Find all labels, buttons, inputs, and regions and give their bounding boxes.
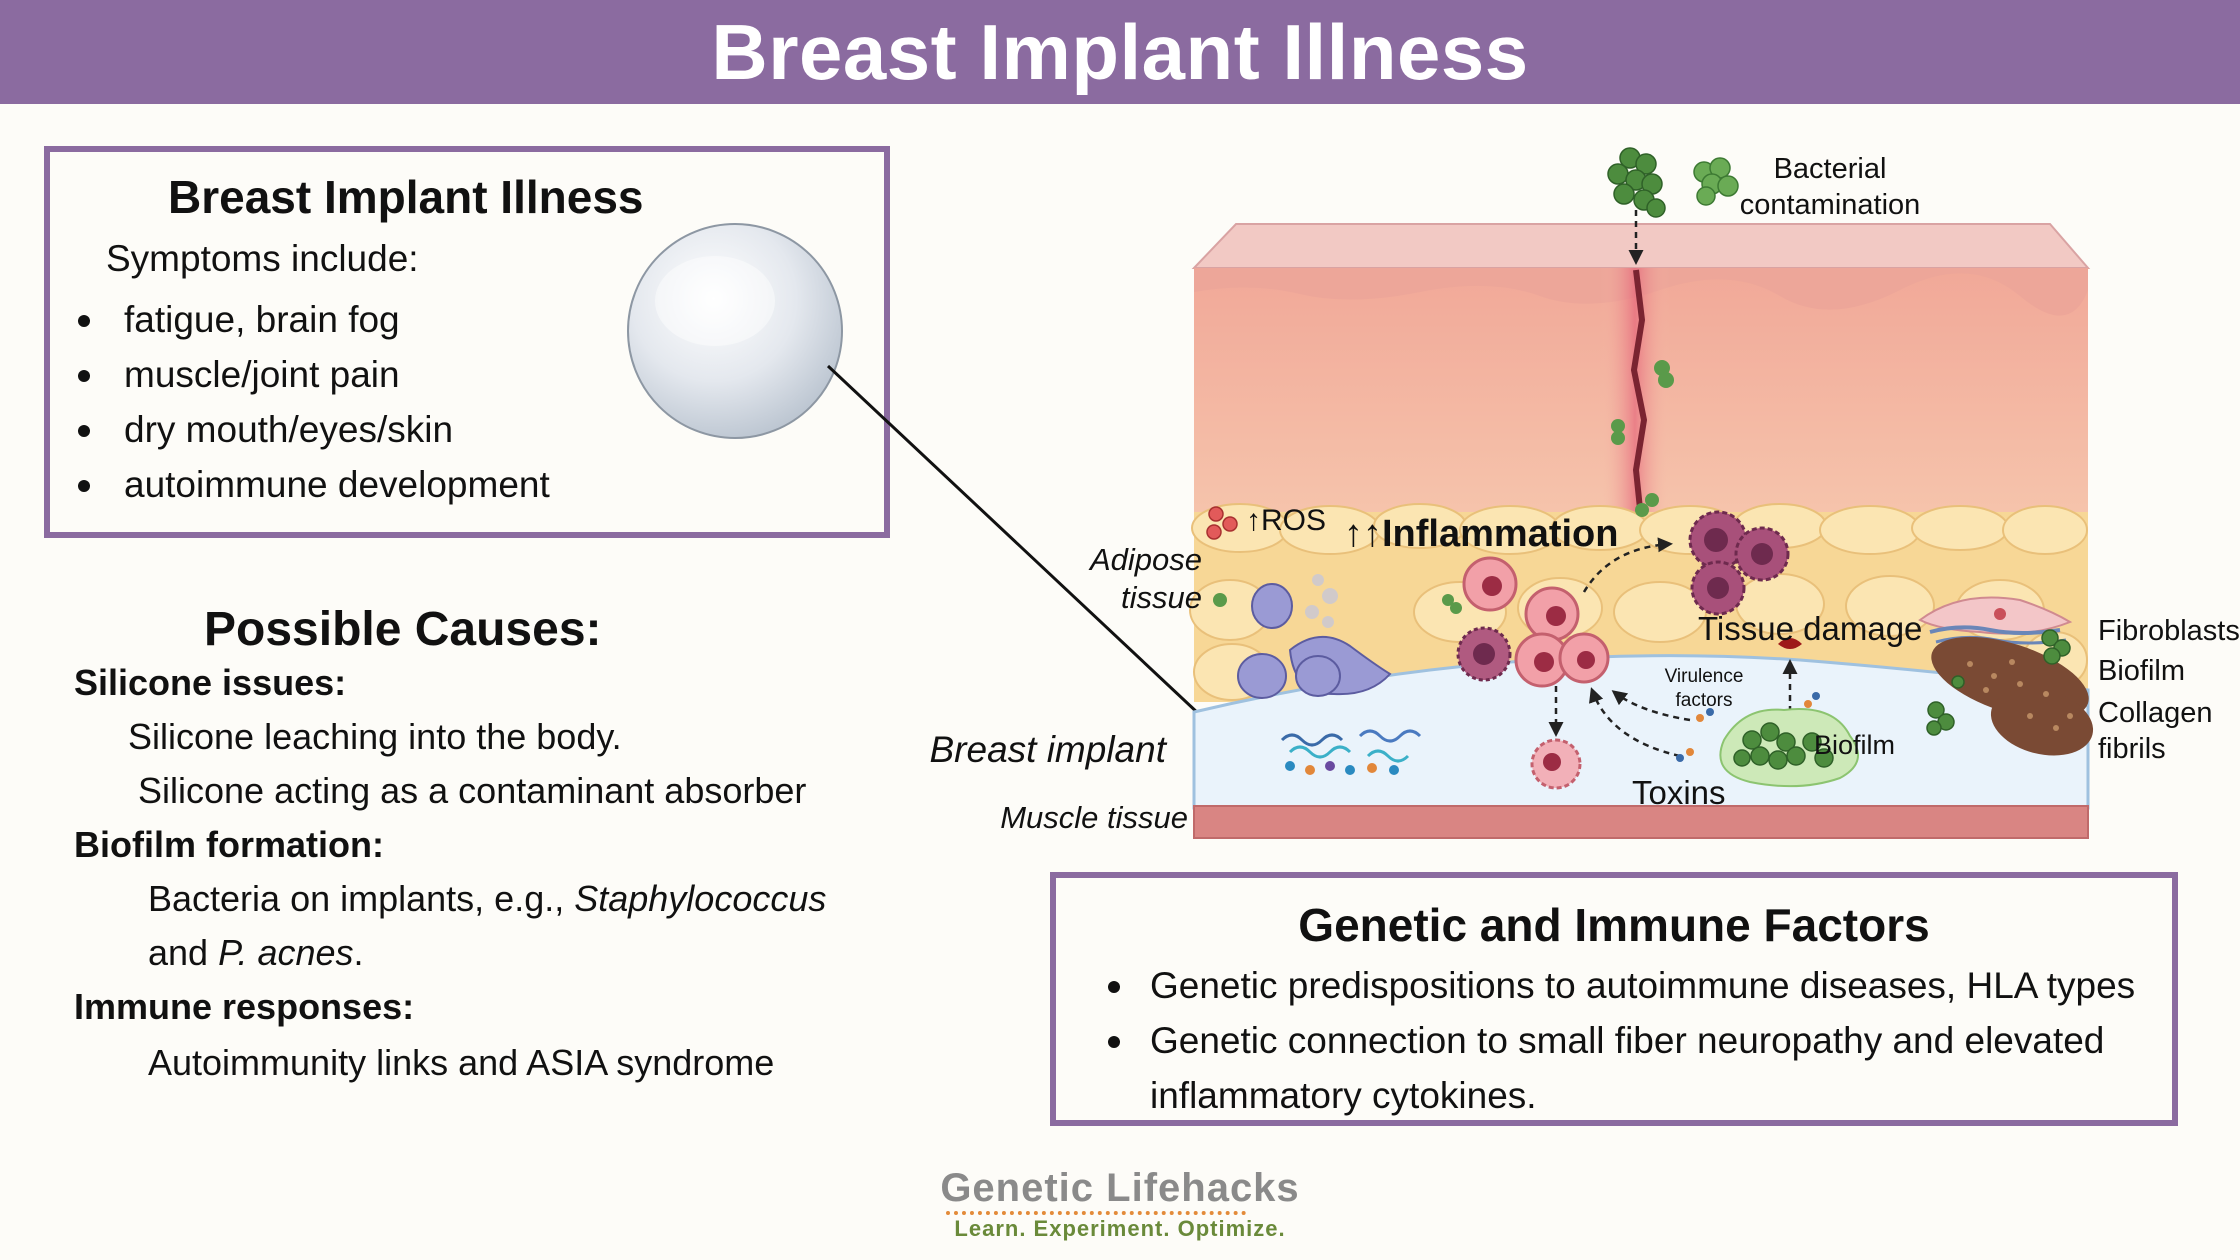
symptom-item: muscle/joint pain: [50, 347, 550, 402]
virulence-arrow: [1611, 690, 1691, 722]
biofilm-heading: Biofilm formation:: [74, 824, 384, 865]
wound-cut: [1631, 269, 1647, 529]
fibroblasts-label: Fibroblasts: [2098, 615, 2240, 647]
inflammation-arrow: [1582, 537, 1673, 593]
virulence-label-1: Virulence: [1665, 666, 1744, 687]
molecule-cluster: [1280, 729, 1422, 775]
symptom-item: dry mouth/eyes/skin: [50, 402, 550, 457]
page-title: Breast Implant Illness: [711, 7, 1529, 96]
silicone-particles: [1305, 574, 1338, 628]
macrophage-cells: [1237, 583, 1392, 699]
collagen-fibril-icon: [1931, 636, 2094, 756]
bacteria-name-acnes: P. acnes: [218, 932, 354, 973]
tissue-damage-icon: [1778, 638, 1802, 649]
brand-tagline: Learn. Experiment. Optimize.: [954, 1216, 1286, 1241]
muscle-layer: [1193, 805, 2089, 839]
factor-item: Genetic connection to small fiber neurop…: [1056, 1013, 2172, 1123]
muscle-tissue-label: Muscle tissue: [1000, 800, 1188, 835]
pointer-line: [826, 364, 1218, 732]
adipose-label-2: tissue: [1121, 580, 1202, 615]
causes-title: Possible Causes:: [204, 603, 602, 656]
adipose-label-1: Adipose: [1088, 542, 1202, 577]
biofilm-cause-1: Bacteria on implants, e.g., Staphylococc…: [148, 878, 826, 920]
collagen-label-2: fibrils: [2098, 733, 2166, 765]
damaged-cell: [1530, 738, 1582, 790]
wound-glow: [1600, 268, 1670, 530]
factors-title: Genetic and Immune Factors: [1298, 899, 1930, 951]
brand-logo-text: Genetic Lifehacks: [940, 1166, 1300, 1210]
biofilm-bacteria: [1733, 722, 1834, 770]
toxin-arrow-curve: [1589, 687, 1681, 758]
wound-bacteria: [1213, 360, 1674, 614]
bacterial-label-1: Bacterial: [1774, 153, 1887, 185]
symptom-item: fatigue, brain fog: [50, 292, 550, 347]
symptoms-panel: Breast Implant Illness Symptoms include:…: [44, 146, 890, 538]
biofilm-cause-2: and P. acnes.: [148, 932, 364, 974]
side-biofilm-bacteria: [1926, 629, 2071, 736]
symptoms-title: Breast Implant Illness: [168, 171, 644, 223]
skin-surface: [1191, 223, 2091, 269]
bacterial-label-2: contamination: [1740, 189, 1921, 221]
symptom-item: autoimmune development: [50, 457, 550, 512]
factor-list: Genetic predispositions to autoimmune di…: [1056, 958, 2172, 1123]
biofilm-inner-label: Biofilm: [1814, 730, 1895, 760]
silicone-issues-heading: Silicone issues:: [74, 662, 347, 703]
immune-heading: Immune responses:: [74, 986, 415, 1027]
ros-icon: [1206, 506, 1238, 540]
ros-label: ↑ROS: [1246, 504, 1326, 537]
virulence-label-2: factors: [1675, 690, 1732, 711]
immune-cause-1: Autoimmunity links and ASIA syndrome: [148, 1042, 775, 1083]
biofilm-cause-2-text: and: [148, 932, 219, 973]
immune-cells: [1456, 510, 1790, 688]
collagen-label-1: Collagen: [2098, 697, 2212, 729]
brand-divider: [946, 1211, 1246, 1215]
biofilm-cause-2-suffix: .: [353, 932, 364, 973]
silicone-cause-2: Silicone acting as a contaminant absorbe…: [138, 770, 807, 811]
biofilm-side-label: Biofilm: [2098, 655, 2185, 687]
biofilm-cause-1-text: Bacteria on implants, e.g.,: [148, 878, 575, 919]
symptoms-intro: Symptoms include:: [106, 238, 419, 279]
virulence-dots: [1676, 692, 1820, 762]
symptom-list: fatigue, brain fog muscle/joint pain dry…: [50, 292, 550, 512]
header-bar: Breast Implant Illness: [0, 0, 2240, 104]
breast-implant-label: Breast implant: [930, 729, 1168, 770]
toxins-label: Toxins: [1632, 774, 1726, 811]
breast-implant-icon: [627, 223, 843, 439]
factor-item: Genetic predispositions to autoimmune di…: [1056, 958, 2172, 1013]
silicone-cause-1: Silicone leaching into the body.: [128, 716, 622, 757]
inflammation-label: ↑↑Inflammation: [1344, 513, 1618, 555]
bacteria-cluster-icon: [1607, 147, 1666, 218]
bacteria-legend-icon: [1693, 157, 1739, 206]
tissue-damage-label: Tissue damage: [1698, 610, 1922, 647]
factors-panel: Genetic and Immune Factors Genetic predi…: [1050, 872, 2178, 1126]
bacteria-name-staph: Staphylococcus: [574, 878, 827, 919]
